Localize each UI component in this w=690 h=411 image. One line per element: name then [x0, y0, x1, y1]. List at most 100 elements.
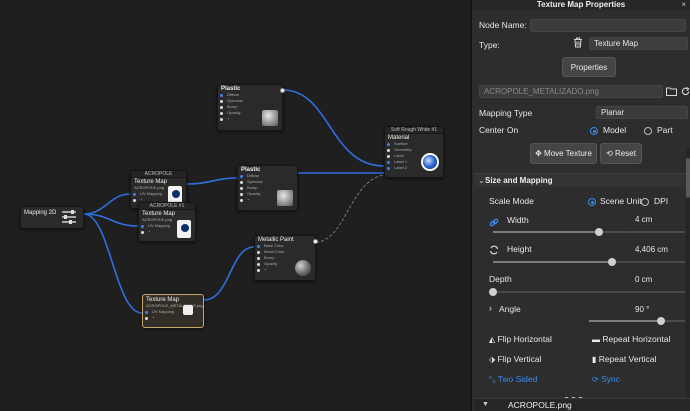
port-opacity-3[interactable]: Opacity [255, 261, 315, 267]
port-specular-2[interactable]: Specular [238, 179, 297, 185]
port-metal-color[interactable]: Metal Color [255, 249, 315, 255]
width-slider[interactable] [493, 228, 685, 236]
mapping-type-label: Mapping Type [479, 108, 533, 118]
node-name-label: Node Name: [479, 20, 527, 30]
depth-slider[interactable] [489, 288, 685, 296]
file-path-field[interactable]: ACROPOLE_METALIZADO.png [479, 85, 663, 98]
port-label-1[interactable]: Label 1 [385, 159, 443, 165]
port-add[interactable]: + [218, 116, 282, 122]
port-uv-mapping-2[interactable]: UV Mapping [139, 223, 195, 229]
material-node-title: Material [388, 135, 410, 141]
reset-label: Reset [615, 149, 636, 158]
texture-preview-thumbnail [168, 186, 182, 204]
metallic-paint-node[interactable]: Metallic Paint Base Color Metal Color Bu… [254, 235, 318, 281]
port-bump-3[interactable]: Bump [255, 255, 315, 261]
output-port[interactable] [280, 88, 285, 93]
port-add-tex-3[interactable]: + [143, 315, 203, 321]
mapping-2d-node[interactable]: Mapping 2D [20, 206, 84, 229]
refresh-icon[interactable] [681, 87, 690, 96]
repeat-vertical-icon: ▮ [592, 355, 597, 364]
reset-button[interactable]: ⟲ Reset [600, 143, 642, 164]
center-part-radio[interactable] [644, 127, 652, 135]
port-diffuse-2[interactable]: Diffuse [238, 173, 297, 179]
texture-map-node-selected[interactable]: Texture Map ACROPOLE_METALIZADO.png UV M… [142, 294, 204, 328]
link-icon[interactable] [489, 218, 499, 228]
port-uv-mapping-3[interactable]: UV Mapping [143, 309, 203, 315]
width-slider-fill [493, 231, 599, 233]
repeat-vertical-button[interactable]: ▮ Repeat Vertical [592, 354, 656, 364]
sync-button[interactable]: ⟳ Sync [592, 374, 620, 384]
chevron-right-icon[interactable]: › [489, 303, 492, 313]
center-model-radio[interactable] [590, 127, 598, 135]
folder-icon[interactable] [666, 87, 677, 96]
port-base-color[interactable]: Base Color [255, 243, 315, 249]
wire-plastic-top-material [282, 89, 385, 167]
sync-icon: ⟳ [592, 375, 599, 384]
output-port-metallic[interactable] [313, 239, 318, 244]
properties-button[interactable]: Properties [562, 57, 616, 77]
type-value-field[interactable]: Texture Map [589, 37, 688, 50]
expand-arrow-icon: ▼ [482, 401, 489, 408]
angle-slider-knob[interactable] [657, 317, 665, 325]
footer-file-bar[interactable]: ▼ ACROPOLE.png [474, 398, 690, 411]
port-add-3[interactable]: + [255, 267, 315, 273]
port-add-tex-2[interactable]: + [139, 229, 195, 235]
node-name-input[interactable] [530, 19, 686, 32]
angle-input[interactable]: 90 ° [630, 303, 686, 316]
port-diffuse[interactable]: Diffuse [218, 92, 282, 98]
port-bump[interactable]: Bump [218, 104, 282, 110]
depth-input[interactable]: 0 cm [630, 273, 686, 286]
port-opacity[interactable]: Opacity [218, 110, 282, 116]
flip-horizontal-button[interactable]: ◭ Flip Horizontal [489, 334, 552, 344]
scrollbar-thumb[interactable] [686, 158, 690, 198]
port-label[interactable]: Label [385, 153, 443, 159]
trash-icon[interactable] [573, 37, 583, 48]
material-node-header: Soft Rough White #1 [385, 127, 443, 134]
move-texture-button[interactable]: ✥ Move Texture [530, 143, 597, 164]
sliders-icon [62, 210, 76, 224]
repeat-horizontal-icon: ▬ [592, 335, 600, 344]
two-sided-icon: ⤡ [489, 375, 496, 384]
material-node[interactable]: Soft Rough White #1 Material Surface Geo… [384, 126, 444, 178]
plastic-preview-thumbnail-2 [277, 190, 293, 206]
texture-node-header: ACROPOLE [131, 171, 186, 178]
height-slider-knob[interactable] [608, 258, 616, 266]
angle-slider[interactable] [589, 317, 685, 325]
port-uv-mapping[interactable]: UV Mapping [131, 191, 186, 197]
texture-node-header-2: ACROPOLE #1 [139, 203, 195, 210]
size-and-mapping-section-header[interactable]: ⌄ Size and Mapping [474, 173, 690, 187]
depth-label: Depth [489, 274, 512, 284]
port-add-tex[interactable]: + [131, 197, 186, 203]
port-geometry[interactable]: Geometry [385, 147, 443, 153]
sync-arrows-icon[interactable] [489, 245, 499, 255]
port-add-2[interactable]: + [238, 197, 297, 203]
plastic-node-middle[interactable]: Plastic Diffuse Specular Bump Opacity + [237, 165, 298, 211]
width-input[interactable]: 4 cm [630, 213, 686, 226]
metallic-preview-sphere [295, 260, 311, 276]
height-slider[interactable] [493, 258, 685, 266]
node-graph-canvas[interactable]: Mapping 2D Plastic Diffuse Specular Bump… [0, 0, 470, 411]
port-bump-2[interactable]: Bump [238, 185, 297, 191]
port-label-2[interactable]: Label 2 [385, 165, 443, 171]
panel-scrollbar[interactable] [686, 148, 690, 398]
center-model-label: Model [603, 125, 627, 135]
texture-map-node-2[interactable]: ACROPOLE #1 Texture Map ACROPOLE.png UV … [138, 202, 196, 242]
mapping-type-select[interactable]: Planar [596, 106, 688, 119]
height-label: Height [507, 244, 532, 254]
port-specular[interactable]: Specular [218, 98, 282, 104]
plastic-preview-thumbnail [262, 110, 278, 126]
plastic-node-top[interactable]: Plastic Diffuse Specular Bump Opacity + [217, 84, 285, 131]
repeat-horizontal-button[interactable]: ▬ Repeat Horizontal [592, 334, 670, 344]
height-slider-fill [493, 261, 612, 263]
height-input[interactable]: 4,406 cm [630, 243, 686, 256]
depth-slider-knob[interactable] [489, 288, 497, 296]
scale-scene-units-radio[interactable] [588, 198, 596, 206]
scale-dpi-radio[interactable] [641, 198, 649, 206]
close-icon[interactable]: × [681, 0, 686, 9]
flip-vertical-button[interactable]: ⬗ Flip Vertical [489, 354, 541, 364]
width-slider-knob[interactable] [595, 228, 603, 236]
port-opacity-2[interactable]: Opacity [238, 191, 297, 197]
two-sided-button[interactable]: ⤡ Two Sided [489, 374, 537, 385]
texture-map-properties-panel: Texture Map Properties × Node Name: Type… [470, 0, 690, 411]
port-surface[interactable]: Surface [385, 141, 443, 147]
